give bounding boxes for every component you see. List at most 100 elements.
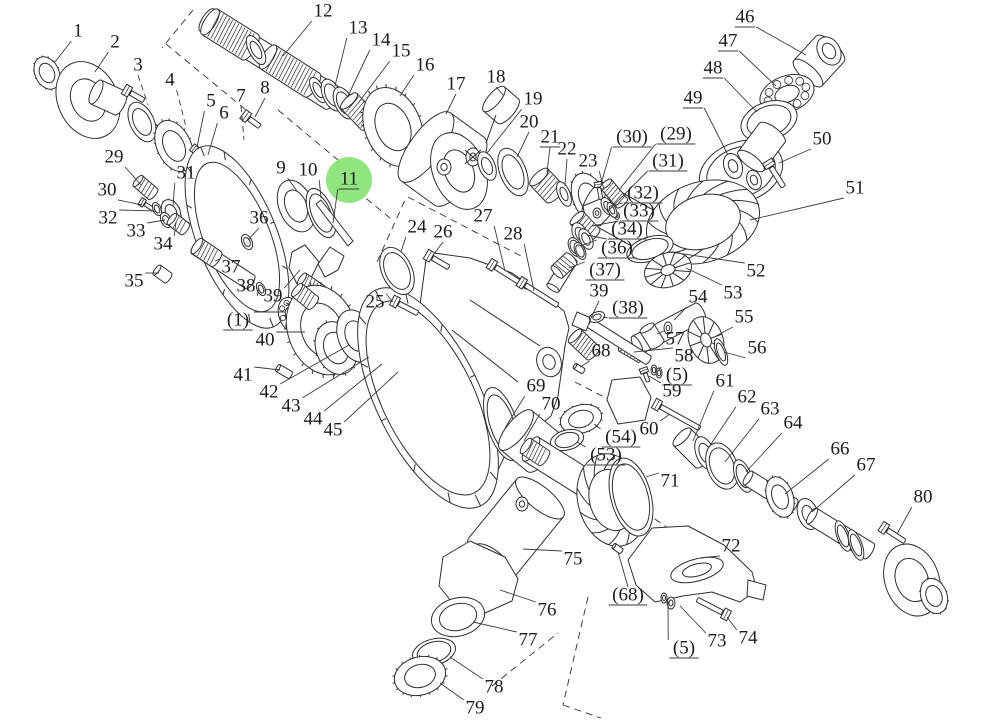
part-label-72-70[interactable]: 72 <box>699 535 741 559</box>
part-label-26-25[interactable]: 26 <box>434 221 453 255</box>
part-label-16-15[interactable]: 16 <box>399 54 435 97</box>
part-label-70-82[interactable]: 70 <box>523 393 561 442</box>
part-label-61-62[interactable]: 61 <box>692 370 735 442</box>
part-label-52-52[interactable]: 52 <box>669 251 766 281</box>
part-label-69-81[interactable]: 69 <box>504 375 546 429</box>
part-label-49-49[interactable]: 49 <box>682 87 729 156</box>
part-label-22-21[interactable]: 22 <box>558 138 577 187</box>
part-label-66-66[interactable]: 66 <box>784 438 850 495</box>
part-label-31-30[interactable]: 31 <box>172 162 196 207</box>
part-label-68-80[interactable]: 68 <box>579 340 611 368</box>
part-label-64-65[interactable]: 64 <box>745 412 803 473</box>
part-label-79-79[interactable]: 79 <box>439 682 485 718</box>
part-label-43-43[interactable]: 43 <box>282 356 370 416</box>
part-label-6-5[interactable]: 6 <box>207 102 229 156</box>
part-label-5-4[interactable]: 5 <box>196 90 216 148</box>
part-label-25-24[interactable]: 25 <box>366 291 394 312</box>
part-label-46-46[interactable]: 46 <box>734 6 807 56</box>
svg-text:7: 7 <box>236 85 246 106</box>
part-label-50-50[interactable]: 50 <box>778 128 832 164</box>
part-label-47-47[interactable]: 47 <box>717 30 777 87</box>
part-label-62-63[interactable]: 62 <box>706 386 757 451</box>
part-label-30-29[interactable]: 30 <box>98 179 143 206</box>
part-label-21-20[interactable]: 21 <box>539 126 561 173</box>
part-label-45-45[interactable]: 45 <box>324 371 399 440</box>
part-label-35-34[interactable]: 35 <box>125 270 160 291</box>
part-label-80-68[interactable]: 80 <box>896 486 933 535</box>
svg-text:39: 39 <box>590 280 609 301</box>
part-label-56-56[interactable]: 56 <box>723 337 767 359</box>
construction-dashed-line <box>562 704 602 719</box>
part-label-42-42[interactable]: 42 <box>260 344 350 402</box>
part-label-4-3[interactable]: 4 <box>165 69 187 128</box>
part-label-3-2[interactable]: 3 <box>133 54 149 106</box>
part-label-37-94[interactable]: (37) <box>568 259 625 281</box>
part-label-54-83[interactable]: (54) <box>593 423 641 448</box>
part-label-38-37[interactable]: 38 <box>237 275 260 296</box>
part-label-30-88[interactable]: (30) <box>600 126 652 185</box>
part-label-48-48[interactable]: 48 <box>702 57 758 113</box>
part-label-29-28[interactable]: 29 <box>105 146 142 186</box>
part-label-67-67[interactable]: 67 <box>811 454 876 513</box>
part-label-57-57[interactable]: 57 <box>656 328 685 349</box>
svg-text:10: 10 <box>299 159 318 180</box>
part-label-24-23[interactable]: 24 <box>400 216 427 253</box>
part-label-51-51[interactable]: 51 <box>749 177 865 221</box>
part-label-32-90[interactable]: (32) <box>610 182 663 207</box>
part-label-5-73[interactable]: (5) <box>667 600 699 659</box>
part-label-58-58[interactable]: 58 <box>633 345 694 366</box>
part-label-63-64[interactable]: 63 <box>724 398 780 463</box>
part-label-20-19[interactable]: 20 <box>516 111 539 158</box>
svg-text:23: 23 <box>579 150 598 171</box>
part-label-55-55[interactable]: 55 <box>715 306 754 337</box>
part-label-41-41[interactable]: 41 <box>234 364 281 385</box>
part-label-33-91[interactable]: (33) <box>591 200 659 227</box>
part-label-33-32[interactable]: 33 <box>127 219 166 241</box>
part-label-76-76[interactable]: 76 <box>499 589 557 620</box>
part-label-54-54[interactable]: 54 <box>673 286 708 321</box>
part-label-29-87[interactable]: (29) <box>618 123 696 191</box>
part-label-34-92[interactable]: (34) <box>586 218 647 240</box>
part-label-59-60[interactable]: 59 <box>648 375 682 401</box>
part-label-9-8[interactable]: 9 <box>276 157 298 192</box>
part-label-34-33[interactable]: 34 <box>154 221 177 254</box>
part-label-11-10[interactable]: 11 <box>326 157 372 224</box>
part-label-36-35[interactable]: 36 <box>247 207 269 241</box>
part-label-60-61[interactable]: 60 <box>640 413 671 439</box>
part-label-78-78[interactable]: 78 <box>449 656 504 697</box>
part-label-53-84[interactable]: (53) <box>576 441 626 466</box>
part-label-1-39[interactable]: (1) <box>223 309 285 331</box>
part-label-5-59[interactable]: (5) <box>657 364 692 386</box>
part-label-13-12[interactable]: 13 <box>334 17 368 87</box>
part-label-32-31[interactable]: 32 <box>99 207 157 228</box>
part-label-39-38[interactable]: 39 <box>264 269 301 306</box>
part-label-19-18[interactable]: 19 <box>486 88 543 154</box>
part-label-74-72[interactable]: 74 <box>726 616 758 648</box>
part-label-53-53[interactable]: 53 <box>685 267 743 303</box>
part-label-7-6[interactable]: 7 <box>236 85 246 141</box>
svg-text:51: 51 <box>846 177 865 198</box>
part-label-18-17[interactable]: 18 <box>487 66 506 97</box>
part-label-10-9[interactable]: 10 <box>299 159 322 199</box>
part-label-12-11[interactable]: 12 <box>282 0 333 57</box>
part-label-68-74[interactable]: (68) <box>608 551 648 606</box>
part-label-73-71[interactable]: 73 <box>679 605 727 651</box>
part-label-71-69[interactable]: 71 <box>645 470 680 491</box>
part-label-14-13[interactable]: 14 <box>347 29 391 97</box>
part-label-77-77[interactable]: 77 <box>472 621 538 650</box>
svg-text:70: 70 <box>542 393 561 414</box>
part-label-2-1[interactable]: 2 <box>94 31 120 73</box>
part-label-28-27[interactable]: 28 <box>504 223 535 292</box>
part-label-15-14[interactable]: 15 <box>358 40 411 103</box>
part-label-17-16[interactable]: 17 <box>445 73 466 115</box>
part-label-44-44[interactable]: 44 <box>304 363 383 429</box>
part-label-36-93[interactable]: (36) <box>579 237 637 259</box>
part-label-75-75[interactable]: 75 <box>522 548 583 569</box>
part-label-37-36[interactable]: 37 <box>214 256 241 277</box>
part-label-8-7[interactable]: 8 <box>254 77 270 118</box>
part-label-1-0[interactable]: 1 <box>54 20 83 63</box>
part-label-40-40[interactable]: 40 <box>256 329 306 350</box>
part-label-27-26[interactable]: 27 <box>474 205 506 272</box>
part-label-38-86[interactable]: (38) <box>602 297 648 319</box>
part-label-39-85[interactable]: 39 <box>590 280 609 321</box>
